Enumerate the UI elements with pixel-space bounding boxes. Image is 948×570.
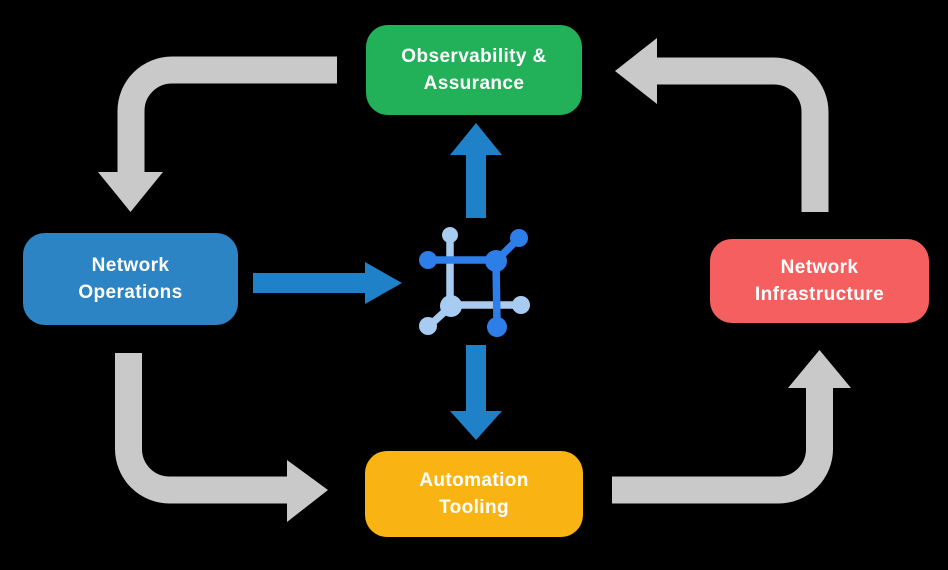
network-fabric-icon <box>415 220 540 345</box>
flow-arrow-icon-to-automation <box>450 345 502 440</box>
cycle-arrow-automation-to-infrastructure <box>612 350 851 504</box>
node-infrastructure-label: Network Infrastructure <box>754 257 885 305</box>
node-operations-label: Network Operations <box>78 255 183 303</box>
node-network-infrastructure: Network Infrastructure <box>710 239 929 323</box>
flow-arrow-operations-to-icon <box>253 262 402 304</box>
node-observability-assurance: Observability & Assurance <box>366 25 582 115</box>
node-observability-label: Observability & Assurance <box>401 46 547 94</box>
node-network-operations: Network Operations <box>23 233 238 325</box>
node-automation-label: Automation Tooling <box>419 470 529 518</box>
flow-arrow-icon-to-observability <box>450 123 502 218</box>
node-automation-tooling: Automation Tooling <box>365 451 583 537</box>
cycle-arrow-operations-to-automation <box>115 353 328 522</box>
cycle-arrow-infrastructure-to-observability <box>615 38 829 212</box>
cycle-arrow-observability-to-operations <box>98 56 337 212</box>
icon-dark-parts <box>419 229 528 337</box>
icon-light-parts <box>419 227 530 335</box>
